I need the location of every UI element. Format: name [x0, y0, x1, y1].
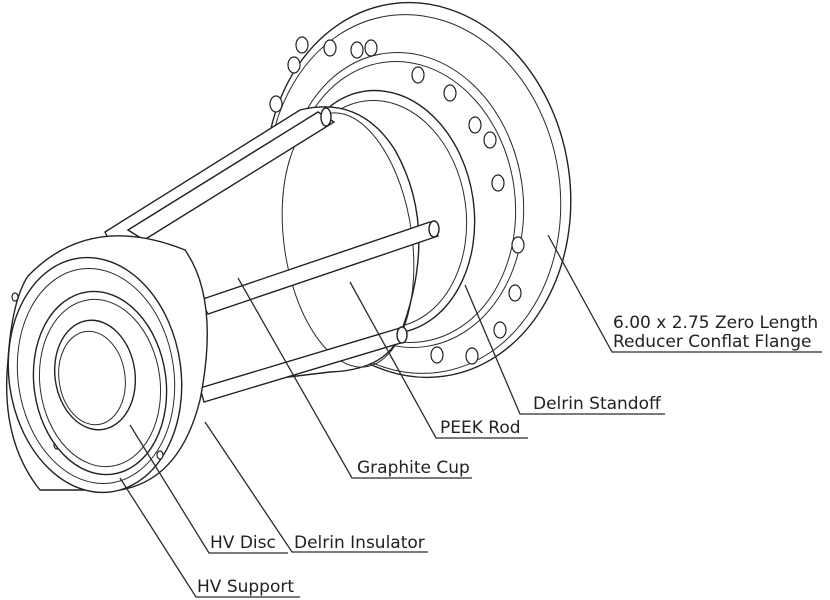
label-hv-support: HV Support [197, 577, 294, 597]
callout-labels: 6.00 x 2.75 Zero Length Reducer Conflat … [197, 313, 818, 597]
flange-bolt-holes [269, 36, 525, 365]
label-delrin-insulator: Delrin Insulator [294, 533, 425, 553]
label-hv-disc: HV Disc [210, 533, 276, 553]
label-graphite-cup: Graphite Cup [357, 458, 470, 478]
peek-rods [126, 107, 440, 403]
label-flange-line1: 6.00 x 2.75 Zero Length [613, 313, 818, 333]
leader-lines [119, 234, 822, 598]
label-delrin-standoff: Delrin Standoff [533, 394, 662, 414]
label-flange-line2: Reducer Conflat Flange [613, 332, 811, 352]
label-peek-rod: PEEK Rod [440, 418, 521, 438]
hv-support [53, 319, 137, 431]
